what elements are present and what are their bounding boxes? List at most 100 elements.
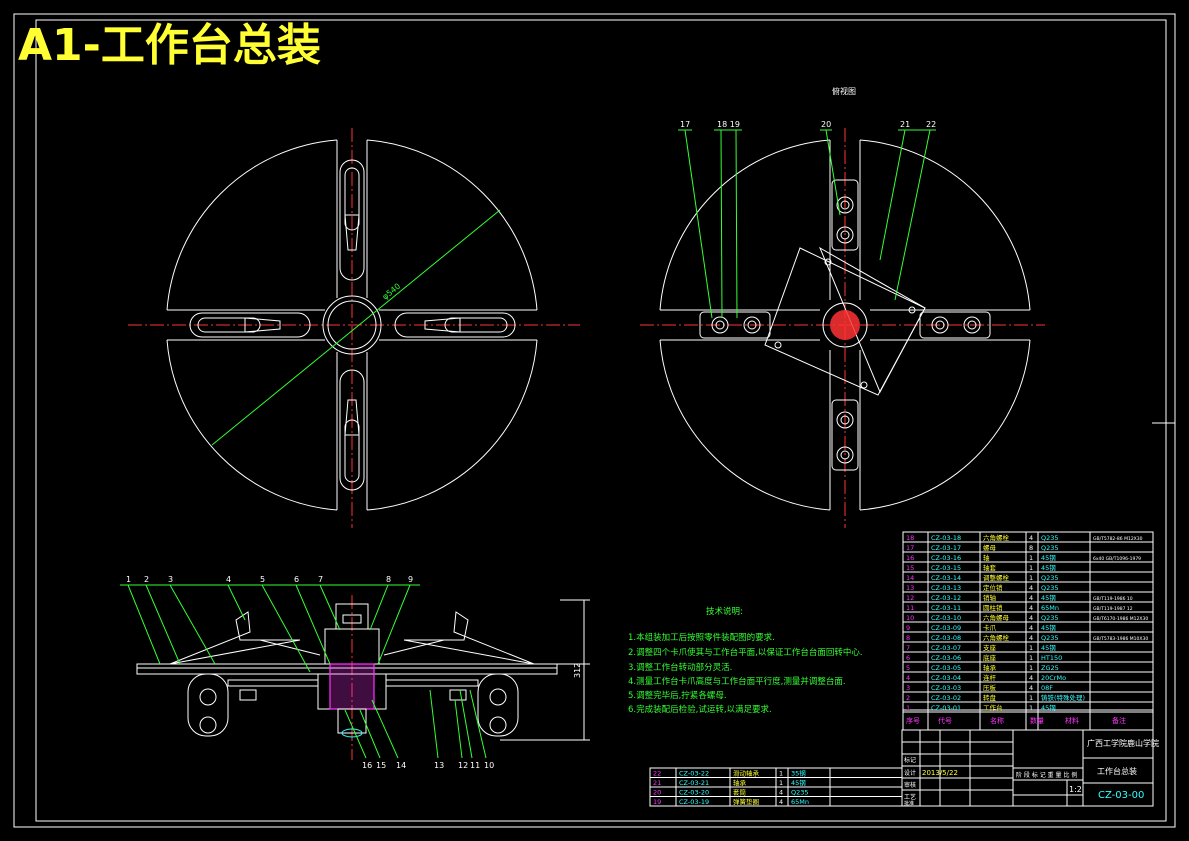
parts-cell: 六角螺栓 — [983, 533, 1010, 542]
bottom-parts-cell: 19 — [653, 798, 661, 806]
tech-note-1: 1.本组装加工后按照零件装配图的要求. — [628, 632, 775, 643]
front-view: φ540 — [128, 128, 580, 528]
parts-cell: 1 — [1029, 644, 1033, 652]
parts-cell: 45钢 — [1041, 704, 1056, 712]
section-height-label: 312 — [573, 663, 582, 678]
section-callout-8: 8 — [386, 575, 391, 584]
title-row-mark: 标记 — [904, 756, 916, 764]
top-callout-18-19: 18 19 — [717, 120, 740, 129]
parts-cell: 2 — [906, 694, 910, 702]
section-callout-3: 3 — [168, 575, 173, 584]
parts-cell: 销轴 — [983, 593, 997, 602]
title-drawing-name: 工作台总装 — [1097, 766, 1137, 776]
bottom-parts-cell: Q235 — [791, 789, 809, 797]
parts-cell: 六角螺栓 — [983, 633, 1010, 642]
parts-header-name: 名称 — [990, 716, 1004, 725]
bottom-parts-cell: CZ-03-22 — [679, 770, 709, 778]
parts-cell: 11 — [906, 604, 914, 612]
parts-cell: 六角螺母 — [983, 613, 1010, 622]
parts-cell: 13 — [906, 584, 914, 592]
parts-cell: 铸铁(特殊处理) — [1041, 693, 1085, 702]
section-callout-11: 11 — [470, 761, 480, 770]
parts-cell: 4 — [1029, 594, 1033, 602]
parts-cell: CZ-03-16 — [931, 554, 961, 562]
section-callout-2: 2 — [144, 575, 149, 584]
parts-cell: Q235 — [1041, 634, 1059, 642]
title-drawing-no: CZ-03-00 — [1098, 790, 1144, 801]
parts-cell: CZ-03-05 — [931, 664, 961, 672]
top-callout-21: 21 — [900, 120, 910, 129]
parts-cell: 18 — [906, 534, 914, 542]
parts-cell: CZ-03-09 — [931, 624, 961, 632]
parts-cell: 4 — [1029, 684, 1033, 692]
parts-cell: 45钢 — [1041, 644, 1056, 652]
parts-cell: GB/T5783-1986 M10X30 — [1093, 636, 1148, 642]
parts-cell: CZ-03-18 — [931, 534, 961, 542]
parts-cell: 转盘 — [983, 693, 997, 702]
parts-cell: 12 — [906, 594, 914, 602]
parts-header-remark: 备注 — [1112, 716, 1126, 725]
parts-cell: 工作台 — [983, 703, 1003, 712]
parts-cell: 3 — [906, 684, 910, 692]
top-callout-20: 20 — [821, 120, 831, 129]
bottom-parts-cell: CZ-03-21 — [679, 779, 709, 787]
parts-cell: GB/T119-1986 10 — [1093, 596, 1133, 602]
bottom-parts-cell: CZ-03-19 — [679, 798, 709, 806]
tech-note-4: 4.测量工作台卡爪高度与工作台面平行度,测量并调整台面. — [628, 676, 846, 687]
bottom-parts-cell: 套筒 — [733, 788, 747, 797]
tech-notes: 技术说明: 1.本组装加工后按照零件装配图的要求. 2.调整四个卡爪使其与工作台… — [628, 606, 863, 715]
parts-header-no: 序号 — [906, 716, 920, 725]
top-view: 俯视图 — [640, 86, 1045, 528]
parts-cell: 轴 — [983, 553, 990, 562]
section-callout-1: 1 — [126, 575, 131, 584]
parts-cell: CZ-03-12 — [931, 594, 961, 602]
parts-cell: 4 — [1029, 534, 1033, 542]
section-callout-15: 15 — [376, 761, 386, 770]
title-date: 2013/5/22 — [922, 769, 958, 777]
parts-cell: CZ-03-01 — [931, 704, 961, 712]
parts-cell: 支座 — [983, 643, 997, 652]
tech-note-6: 6.完成装配后检验,试运转,以满足要求. — [628, 704, 772, 715]
parts-cell: Q235 — [1041, 614, 1059, 622]
parts-cell: 1 — [906, 704, 910, 712]
parts-list-header: 序号 代号 名称 数量 材料 备注 — [906, 716, 1126, 725]
parts-cell: 10 — [906, 614, 914, 622]
parts-cell: 20CrMo — [1041, 674, 1066, 682]
parts-cell: 45钢 — [1041, 594, 1056, 602]
parts-cell: 圆柱销 — [983, 603, 1003, 612]
parts-cell: 45钢 — [1041, 554, 1056, 562]
title-stage-header: 阶 段 标 记 重 量 比 例 — [1016, 771, 1077, 779]
bottom-parts-cell: 35钢 — [791, 770, 806, 778]
parts-cell: ZG25 — [1041, 664, 1059, 672]
parts-cell: CZ-03-13 — [931, 584, 961, 592]
bottom-parts-cell: 45钢 — [791, 779, 806, 787]
outer-border — [13, 13, 1176, 828]
parts-cell: 4 — [1029, 604, 1033, 612]
section-view: 312 1 2 3 4 5 6 7 8 9 — [120, 575, 590, 770]
parts-cell: 14 — [906, 574, 914, 582]
parts-header-qty: 数量 — [1030, 716, 1044, 725]
section-callout-16: 16 — [362, 761, 372, 770]
parts-cell: GB/T5782-86 M12X30 — [1093, 536, 1143, 542]
parts-cell: 定位销 — [983, 583, 1003, 592]
bottom-parts-cell: 20 — [653, 789, 661, 797]
parts-cell: 4 — [1029, 634, 1033, 642]
parts-cell: 4 — [1029, 584, 1033, 592]
parts-cell: 1 — [1029, 554, 1033, 562]
parts-cell: 9 — [906, 624, 910, 632]
section-callout-9: 9 — [408, 575, 413, 584]
parts-cell: Q235 — [1041, 544, 1059, 552]
section-callout-5: 5 — [260, 575, 265, 584]
parts-cell: 螺母 — [983, 543, 997, 552]
parts-cell: CZ-03-11 — [931, 604, 961, 612]
title-row-review: 审核 — [904, 781, 916, 789]
parts-cell: 7 — [906, 644, 910, 652]
parts-cell: 4 — [1029, 674, 1033, 682]
title-row-design: 设计 — [904, 769, 916, 777]
parts-cell: CZ-03-06 — [931, 654, 961, 662]
parts-cell: CZ-03-14 — [931, 574, 961, 582]
parts-cell: 15 — [906, 564, 914, 572]
parts-cell: 17 — [906, 544, 914, 552]
parts-cell: 65Mn — [1041, 604, 1059, 612]
